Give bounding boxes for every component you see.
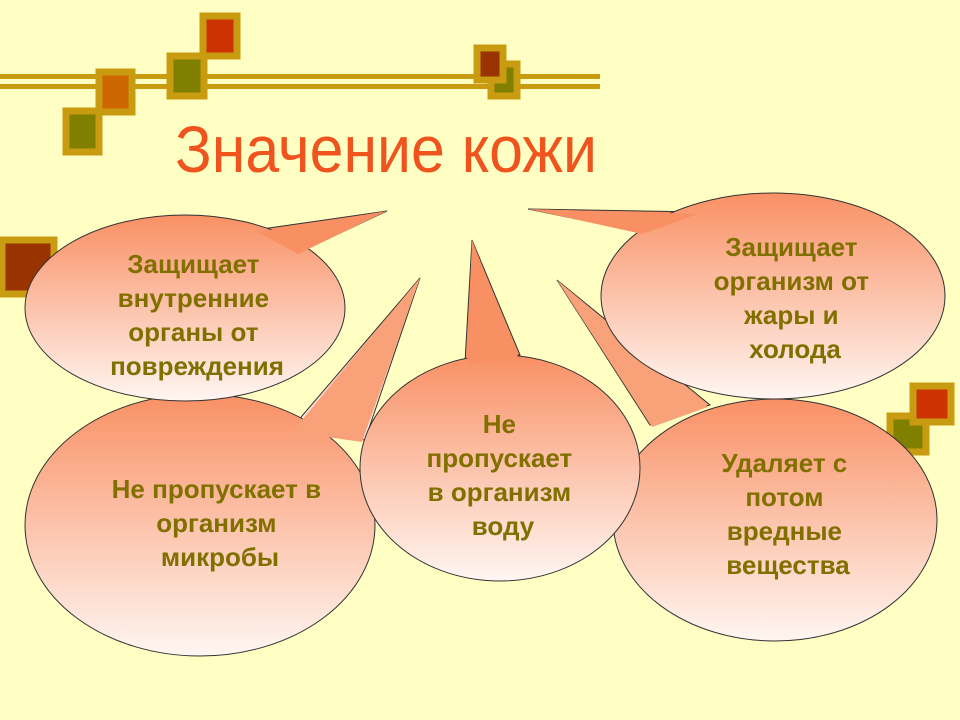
decor-square	[473, 44, 507, 84]
bubble-text: Удаляет с потом вредные вещества	[722, 448, 855, 580]
bubble-text: Не пропускает в организм воду	[426, 409, 579, 541]
bubble-text: Защищает организм от жары и холода	[714, 232, 877, 364]
decoration	[0, 12, 955, 456]
callout-bubble: Не пропускает в организм микробы	[24, 277, 421, 657]
callout-bubble: Не пропускает в организм воду	[359, 239, 641, 582]
slide-title: Значение кожи	[175, 112, 597, 186]
decor-square	[199, 12, 241, 60]
decor-square	[909, 382, 955, 426]
bubble-text: Не пропускает в организм микробы	[112, 474, 329, 572]
bubble-text: Защищает внутренние органы от повреждени…	[110, 249, 284, 381]
decor-square	[62, 107, 103, 156]
decor-line	[0, 74, 600, 79]
callout-bubble: Защищает внутренние органы от повреждени…	[24, 210, 388, 402]
decor-line	[0, 84, 600, 89]
decor-square	[166, 52, 208, 100]
decor-square	[95, 68, 136, 116]
callout-bubble: Защищает организм от жары и холода	[527, 192, 946, 400]
